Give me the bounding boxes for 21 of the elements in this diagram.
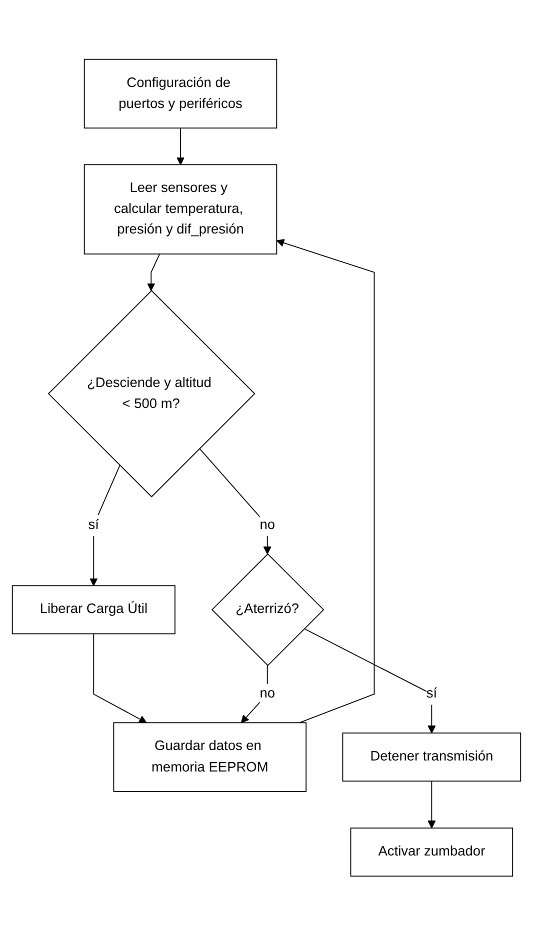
edge-label: no (260, 517, 275, 533)
node-box: Guardar datos en memoria EEPROM (113, 722, 307, 792)
arrow (147, 254, 160, 292)
edge-label: sí (426, 686, 438, 702)
node-box: Activar zumbador (350, 828, 514, 877)
node-box: Leer sensores y calcular temperatura, presión y dif_presión (84, 164, 278, 255)
arrow (93, 634, 147, 724)
node-box: Configuración de puertos y periféricos (84, 59, 278, 129)
node-box: Detener transmisión (342, 732, 522, 782)
arrow (304, 628, 436, 734)
edge-label: no (260, 686, 275, 702)
node-box: Liberar Carga Útil (12, 585, 176, 634)
arrow (198, 448, 272, 555)
arrow (176, 128, 185, 166)
node-diamond: ¿Desciende y altitud < 500 m? (48, 290, 256, 498)
arrow (90, 465, 120, 586)
node-diamond: ¿Aterrizó? (211, 554, 324, 666)
edge-label: sí (88, 517, 99, 533)
arrow (276, 239, 375, 724)
arrow (428, 780, 436, 829)
arrow (240, 665, 268, 724)
